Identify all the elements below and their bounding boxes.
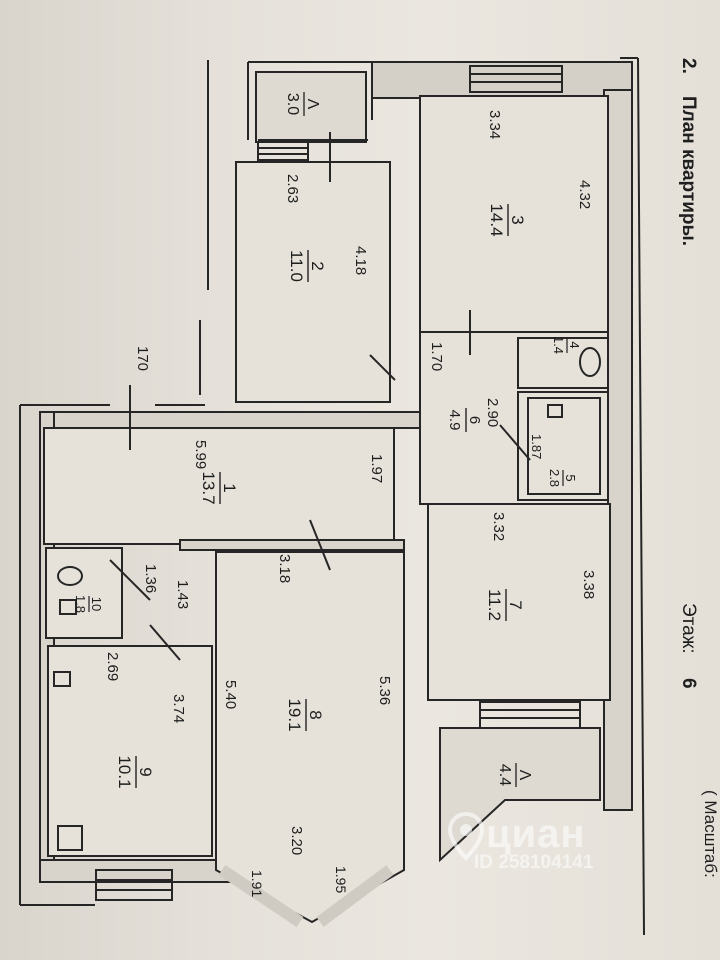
scale-label: ( Масштаб:: [701, 790, 720, 878]
room-10: [45, 547, 123, 639]
dimension-label: 1.91: [249, 870, 265, 897]
floor-value: 6: [678, 678, 699, 689]
dimension-label: 3.20: [288, 826, 305, 855]
room-3-number: 3: [508, 215, 527, 224]
room-1-area: 13.7: [199, 471, 218, 504]
dimension-label: 3.38: [580, 570, 597, 599]
toilet-icon: [579, 347, 601, 377]
room-2-area: 11.0: [287, 250, 306, 282]
bay-window: [218, 865, 394, 927]
location-pin-icon: [447, 812, 485, 861]
room-3-area: 14.4: [487, 203, 506, 236]
balcony-1: [255, 71, 367, 143]
dimension-label: 1.97: [368, 454, 385, 483]
sink-icon: [53, 671, 71, 687]
window: [95, 869, 173, 901]
dimension-label: 3.32: [490, 512, 507, 541]
balcony-2: [439, 727, 601, 863]
dimension-label: 4.32: [576, 180, 593, 209]
dimension-label: 1.43: [174, 580, 191, 609]
bathtub-icon: [527, 397, 601, 495]
dimension-label: 5.40: [222, 680, 239, 709]
room-10-number: 10: [89, 597, 104, 611]
page-title: План квартиры.: [678, 96, 699, 247]
room-5-area: 2.8: [547, 469, 562, 487]
room-4: [517, 337, 609, 389]
tick-mark: [109, 559, 151, 601]
wall-line: [637, 57, 645, 936]
window: [469, 65, 563, 93]
floor-label: Этаж:: [678, 603, 699, 654]
interior-wall: [39, 411, 421, 429]
dimension-label: 1.36: [142, 564, 159, 593]
window: [479, 701, 581, 729]
stove-icon: [57, 825, 83, 851]
room-2-number: 2: [308, 261, 327, 270]
room-1-number: 1: [220, 483, 239, 492]
watermark-id: ID 258104141: [474, 852, 594, 873]
tick-mark: [149, 624, 181, 661]
dimension-label: 1.95: [333, 866, 349, 893]
dimension-label: 1.70: [428, 342, 445, 371]
dimension-label: 3.18: [276, 554, 293, 583]
sink-icon: [59, 599, 77, 615]
balcony-1-area: 3.0: [284, 93, 301, 115]
toilet-icon: [57, 566, 83, 586]
room-9-number: 9: [136, 767, 155, 776]
room-7-area: 11.2: [485, 589, 504, 621]
tick-mark: [309, 519, 331, 571]
balcony-2-area: 4.4: [496, 764, 513, 786]
room-1: [43, 427, 395, 545]
room-8-number: 8: [306, 710, 325, 719]
balcony-2-mark: Λ: [516, 770, 533, 781]
room-7-number: 7: [506, 600, 525, 609]
room-8-area: 19.1: [285, 698, 304, 731]
dimension-label: 4.18: [352, 246, 369, 275]
dimension-label: 3.74: [170, 694, 187, 723]
interior-wall: [179, 539, 405, 551]
room-9-area: 10.1: [115, 755, 134, 788]
section-number: 2.: [678, 58, 699, 74]
room-8: [215, 551, 405, 924]
sink-icon: [547, 404, 563, 418]
balcony-1-mark: Λ: [304, 99, 321, 110]
dimension-label: 2.90: [484, 398, 501, 427]
room-4-area: 1.4: [551, 336, 566, 354]
watermark: циан ID 258104141: [446, 812, 676, 876]
watermark-brand: циан: [486, 812, 586, 856]
room-10-area: 1.8: [73, 595, 88, 613]
room-9: [47, 645, 213, 857]
dimension-label: 170: [134, 346, 151, 371]
tick-mark: [499, 424, 531, 461]
room-6-area: 4.9: [446, 410, 463, 431]
dimension-label: 2.69: [104, 652, 121, 681]
room-7: [427, 503, 611, 701]
dimension-label: 1.87: [529, 434, 544, 459]
dimension-label: 2.63: [284, 174, 301, 203]
room-6-number: 6: [466, 416, 483, 424]
dimension-label: 3.34: [486, 110, 503, 139]
tick-mark: [369, 354, 396, 381]
room-3: [419, 95, 609, 333]
room-6: [419, 331, 609, 505]
window: [257, 141, 309, 161]
room-5-number: 5: [563, 474, 578, 481]
dimension-label: 5.36: [376, 676, 393, 705]
room-2: [235, 161, 391, 403]
dimension-label: 5.99: [192, 440, 209, 469]
room-4-number: 4: [567, 341, 582, 348]
